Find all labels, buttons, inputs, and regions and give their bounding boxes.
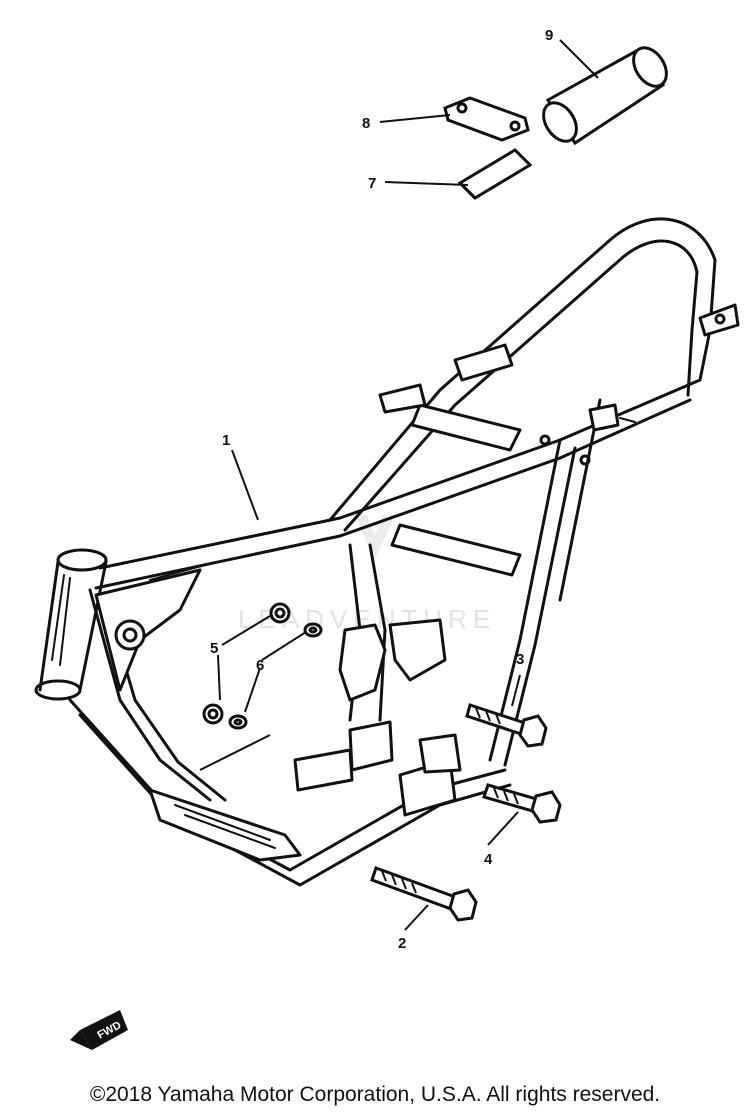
callout-2: 2 [398,935,406,952]
part-3-bolt [465,703,548,748]
callout-6: 6 [256,657,264,674]
callout-labels: 9 8 7 1 5 6 3 4 2 [210,27,553,952]
fwd-arrow-icon: FWD [70,1010,128,1050]
frame-illustration [34,217,740,887]
part-6-washers [228,622,323,730]
callout-7: 7 [368,175,376,192]
callout-5: 5 [210,640,218,657]
part-9-sleeve [542,46,668,146]
callout-4: 4 [484,851,493,868]
part-4-bolt [482,783,562,824]
callout-8: 8 [362,115,370,132]
callout-9: 9 [545,27,553,44]
part-8-clamp-plate [443,96,530,142]
callout-3: 3 [516,651,524,668]
copyright-notice: ©2018 Yamaha Motor Corporation, U.S.A. A… [89,1083,661,1106]
callout-1: 1 [222,432,230,449]
part-2-bolt [370,866,478,922]
leader-lines [199,39,599,931]
part-7-damper [457,148,533,200]
part-5-nuts [202,602,291,725]
